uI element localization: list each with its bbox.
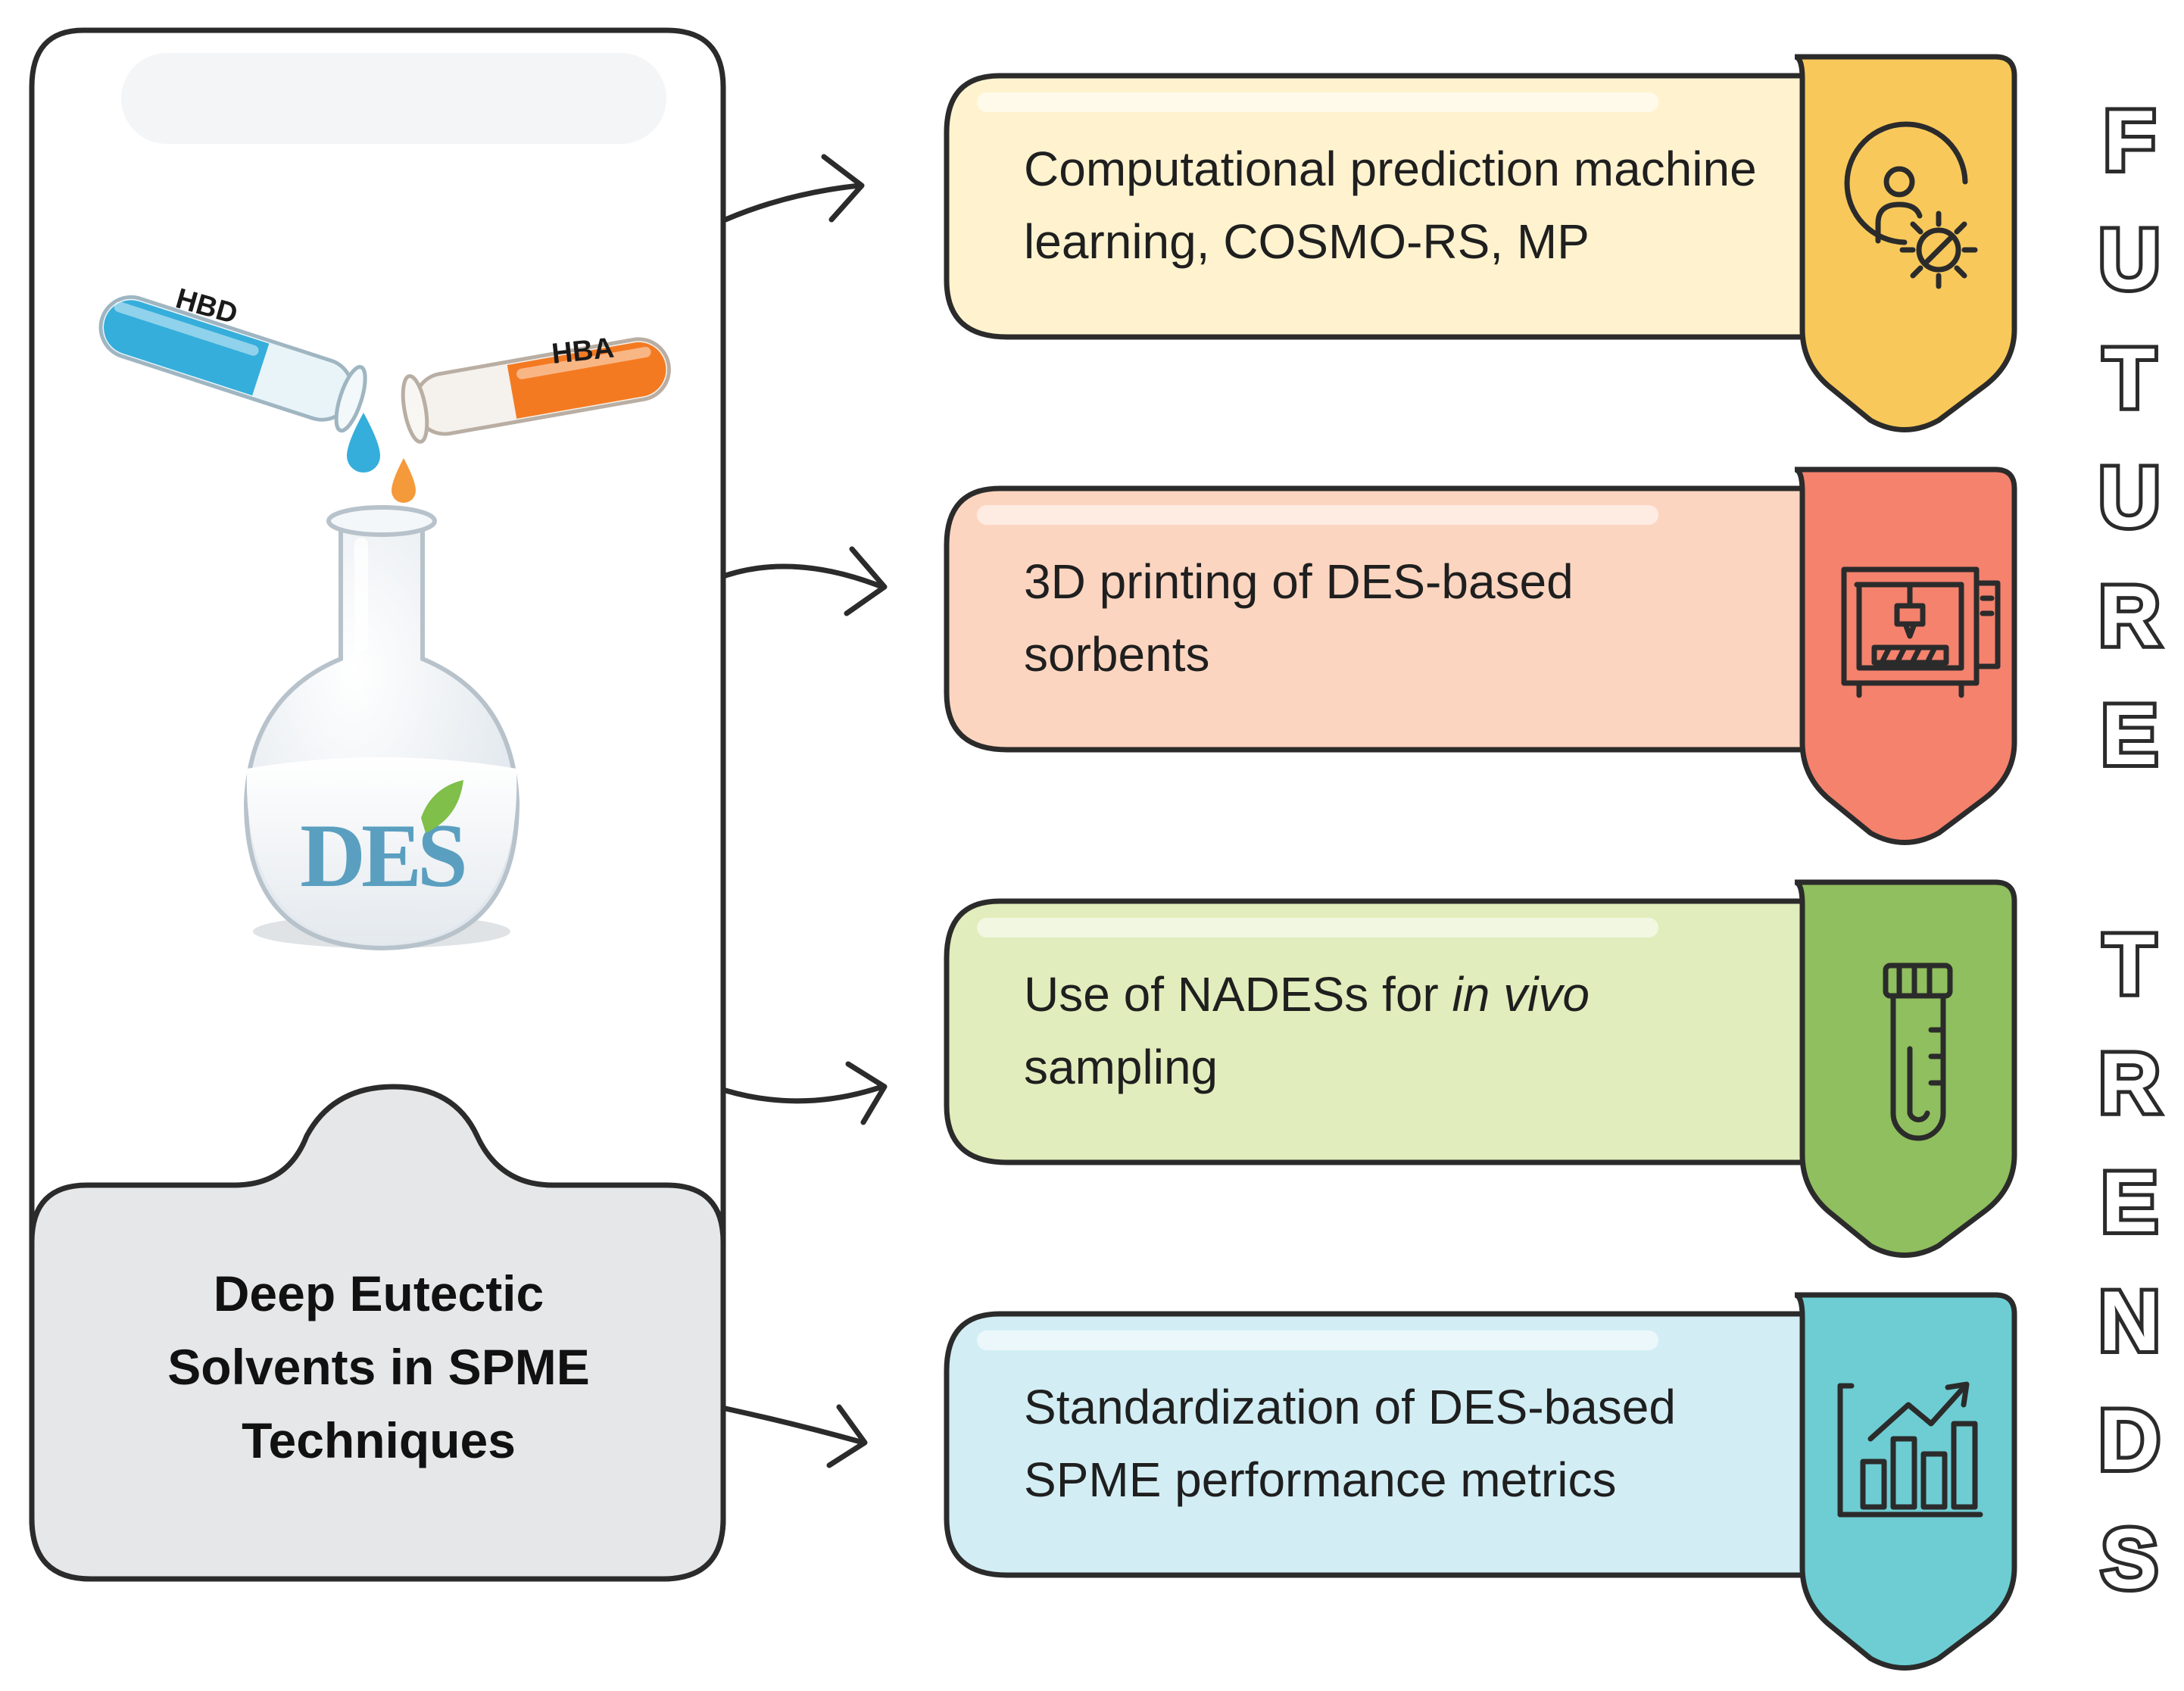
trend-card-line: learning, COSMO-RS, MP [1024, 205, 1757, 278]
title-letter: D [2095, 1393, 2164, 1487]
trend-card-text: Computational prediction machine learning… [1024, 133, 1757, 278]
trend-card-text-segment: sorbents [1024, 627, 1210, 682]
trend-card-text-segment: 3D printing of DES-based [1024, 554, 1574, 609]
source-panel: HBD HBA DES [29, 27, 726, 1582]
trend-card-line: Standardization of DES-based [1024, 1371, 1676, 1443]
trend-card-text: Use of NADESs for in vivo sampling [1024, 958, 1590, 1103]
source-title-line: Solvents in SPME [167, 1339, 590, 1395]
user-gear-icon [1844, 121, 1978, 289]
arrow-to-trend-4 [722, 1404, 868, 1468]
flow-arrows [722, 154, 888, 1468]
trend-card-line: SPME performance metrics [1024, 1443, 1676, 1516]
arrow-to-trend-3 [722, 1061, 888, 1125]
trend-card-1 [944, 54, 2017, 432]
trend-card-text-segment: learning, COSMO-RS, MP [1024, 214, 1590, 269]
title-letter: S [2098, 1512, 2162, 1606]
trend-badge [1794, 879, 2017, 1258]
arrow-to-trend-1 [722, 154, 865, 223]
title-letter: R [2095, 569, 2164, 663]
trend-cards [944, 54, 2017, 1671]
hbd-drop [347, 413, 380, 473]
trend-card-text-segment: SPME performance metrics [1024, 1452, 1617, 1507]
test-tube-icon [1883, 962, 1953, 1141]
trend-card-text-segment: Use of NADESs for [1024, 967, 1452, 1022]
trend-card-3 [944, 879, 2017, 1258]
hbd-liquid [104, 300, 270, 396]
hbd-test-tube [98, 295, 367, 433]
source-label-tab [29, 1084, 726, 1582]
source-title: Deep Eutectic Solvents in SPME Technique… [45, 1257, 712, 1477]
hba-label: HBA [551, 332, 616, 370]
title-letter: E [2098, 688, 2162, 782]
leaf-icon [421, 780, 463, 833]
title-letter: T [2100, 331, 2159, 426]
hba-drop [392, 458, 416, 503]
trend-card-line: Use of NADESs for in vivo [1024, 958, 1590, 1031]
source-title-line: Deep Eutectic [213, 1265, 544, 1321]
title-letter: E [2098, 1155, 2162, 1250]
flask [243, 505, 520, 951]
trend-card-body [944, 485, 1821, 753]
trend-card-body [944, 1311, 1821, 1578]
trend-card-body [944, 73, 1821, 340]
trend-card-text-segment: Computational prediction machine [1024, 142, 1757, 196]
trend-card-highlight [977, 505, 1658, 525]
trend-card-2 [944, 466, 2017, 845]
hba-test-tube [401, 337, 671, 444]
hba-liquid [507, 342, 666, 419]
trend-card-line: Computational prediction machine [1024, 133, 1757, 205]
source-panel-glow [121, 53, 666, 144]
title-letter: F [2100, 93, 2159, 188]
trend-card-highlight [977, 92, 1658, 112]
title-letter: U [2095, 450, 2164, 544]
trend-card-line: sorbents [1024, 618, 1574, 691]
title-letter: U [2095, 212, 2164, 307]
3d-printer-icon [1841, 566, 2001, 698]
trend-badge [1794, 466, 2017, 845]
trend-card-text-segment: Standardization of DES-based [1024, 1380, 1676, 1434]
title-letter: N [2095, 1274, 2164, 1368]
bar-chart-icon [1837, 1381, 1983, 1518]
trend-badge [1794, 1292, 2017, 1671]
trend-card-highlight [977, 918, 1658, 938]
trend-card-line: sampling [1024, 1031, 1590, 1103]
trend-card-text-segment: in vivo [1452, 967, 1590, 1022]
trend-card-text-segment: sampling [1024, 1040, 1218, 1094]
trend-card-body [944, 898, 1821, 1165]
arrow-to-trend-2 [722, 546, 888, 616]
title-letter: R [2095, 1036, 2164, 1131]
title-letter: T [2100, 917, 2159, 1012]
trend-card-highlight [977, 1331, 1658, 1350]
trend-card-text: 3D printing of DES-based sorbents [1024, 545, 1574, 691]
trend-card-line: 3D printing of DES-based [1024, 545, 1574, 618]
source-title-line: Techniques [242, 1412, 516, 1468]
